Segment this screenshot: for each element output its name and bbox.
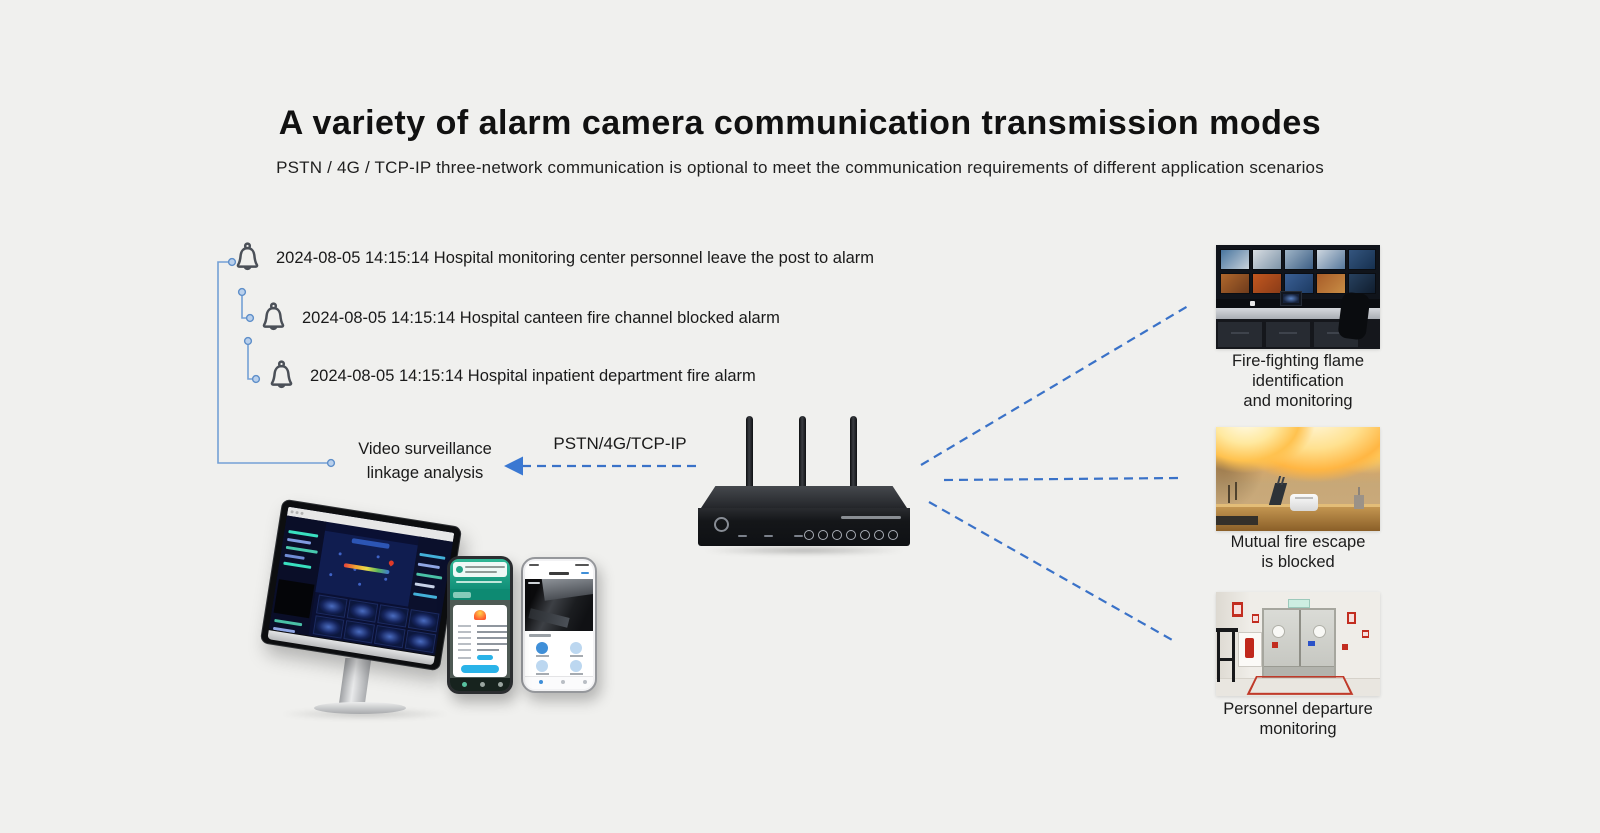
kitchen-object xyxy=(1354,487,1364,509)
map-pin-icon xyxy=(387,559,395,567)
monitor-screen xyxy=(259,498,463,672)
fire-exit-image xyxy=(1216,592,1380,696)
desk xyxy=(1216,308,1380,319)
router-brand-text xyxy=(841,516,901,519)
panel-button xyxy=(832,530,842,540)
fire-sign xyxy=(1362,630,1369,638)
panel-button xyxy=(804,530,814,540)
app-header xyxy=(450,559,510,589)
alarm-app-screen xyxy=(450,559,510,691)
feature-icon xyxy=(536,660,548,672)
door-window xyxy=(1314,626,1325,637)
panel-button xyxy=(874,530,884,540)
page-title: A variety of alarm camera communication … xyxy=(278,104,1322,142)
kitchen-fire-image xyxy=(1216,427,1380,531)
exit-sign xyxy=(1288,599,1310,608)
small-button xyxy=(477,655,493,660)
desk-object xyxy=(1250,301,1255,306)
alarm-text: 2024-08-05 14:15:14 Hospital inpatient d… xyxy=(310,366,756,385)
bottom-nav xyxy=(450,678,510,691)
scenario-caption: Mutual fire escape is blocked xyxy=(1230,533,1366,571)
feature-icon xyxy=(570,642,582,654)
bottom-nav xyxy=(525,676,593,689)
alarm-text: 2024-08-05 14:15:14 Hospital monitoring … xyxy=(276,248,875,267)
app-header xyxy=(525,569,593,579)
protocol-label: PSTN/4G/TCP-IP xyxy=(553,434,687,453)
alarm-row: 2024-08-05 14:15:14 Hospital canteen fir… xyxy=(256,298,780,338)
alarm-detail-card xyxy=(453,605,507,677)
utensils xyxy=(1228,485,1230,503)
video-surveillance-label: Video surveillance linkage analysis xyxy=(358,440,492,482)
fire-sign xyxy=(1252,614,1259,623)
bell-icon xyxy=(236,241,259,270)
status-led xyxy=(738,535,747,537)
control-room-image xyxy=(1216,245,1380,349)
feature-grid xyxy=(525,640,593,676)
page-subtitle: PSTN / 4G / TCP-IP three-network communi… xyxy=(276,158,1324,177)
floor xyxy=(1216,678,1380,696)
video-app-phone-illustration xyxy=(521,557,597,693)
status-led xyxy=(764,535,773,537)
fire-sign xyxy=(1342,644,1348,650)
router-top-face xyxy=(701,486,907,508)
router-shadow xyxy=(702,546,906,555)
router-logo xyxy=(714,517,729,532)
office-chair xyxy=(1337,291,1371,341)
monitoring-workstation-illustration xyxy=(259,498,470,722)
alarm-row: 2024-08-05 14:15:14 Hospital monitoring … xyxy=(230,238,874,278)
panel-button xyxy=(846,530,856,540)
router-front-panel xyxy=(698,508,910,546)
extinguisher-cabinet xyxy=(1238,632,1262,667)
fire-sign xyxy=(1232,602,1243,617)
fire-sign xyxy=(1272,642,1278,648)
monitor-wall xyxy=(1216,245,1380,301)
notification-banner xyxy=(453,562,507,577)
desk-monitor xyxy=(1280,291,1302,306)
scenario-caption: Personnel departure monitoring xyxy=(1223,700,1373,738)
bell-icon xyxy=(270,359,293,388)
panel-button xyxy=(888,530,898,540)
scenario-caption: Fire-fighting flame identification and m… xyxy=(1231,352,1365,410)
dashboard-map xyxy=(315,530,418,607)
alarm-row: 2024-08-05 14:15:14 Hospital inpatient d… xyxy=(264,356,756,396)
confirm-button xyxy=(461,665,499,673)
antenna xyxy=(746,416,753,494)
panel-button xyxy=(818,530,828,540)
bell-icon xyxy=(262,301,285,330)
panel-button xyxy=(860,530,870,540)
dashboard-ui xyxy=(268,506,455,656)
feature-icon xyxy=(536,642,548,654)
alarm-text: 2024-08-05 14:15:14 Hospital canteen fir… xyxy=(302,308,780,327)
live-video-view xyxy=(525,579,593,631)
toaster xyxy=(1290,494,1318,511)
door-window xyxy=(1273,626,1284,637)
video-app-screen xyxy=(525,561,593,689)
app-tabs xyxy=(450,589,510,600)
door-sign xyxy=(1308,641,1315,646)
floor-marking xyxy=(1246,676,1354,695)
status-led xyxy=(794,535,803,537)
monitor-base xyxy=(314,702,406,714)
status-bar xyxy=(525,561,593,569)
antenna xyxy=(799,416,806,494)
fire-sign xyxy=(1347,612,1356,624)
table-silhouette xyxy=(1216,628,1238,684)
stove xyxy=(1216,516,1258,525)
section-label xyxy=(529,634,551,637)
fire-extinguisher xyxy=(1245,638,1254,658)
monitor-stand xyxy=(338,658,372,706)
alarm-app-phone-illustration xyxy=(447,556,513,694)
feature-icon xyxy=(570,660,582,672)
siren-icon xyxy=(474,610,486,620)
alarm-router-illustration xyxy=(698,416,910,556)
antenna xyxy=(850,416,857,494)
